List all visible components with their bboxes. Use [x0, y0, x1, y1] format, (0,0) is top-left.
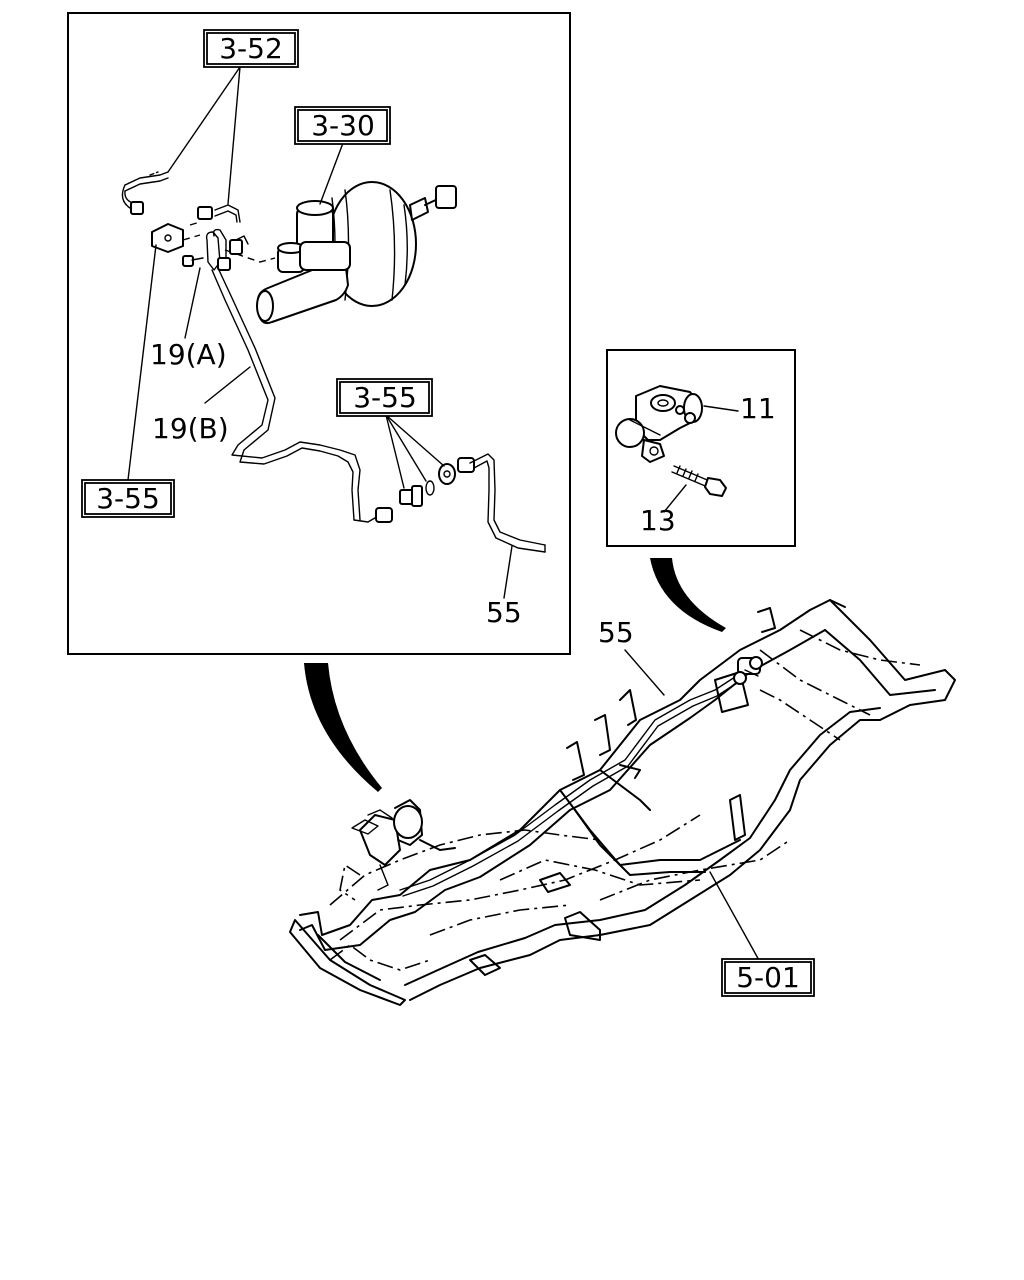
part-label-11: 11 — [740, 392, 776, 425]
pipe-fittings-icon — [121, 171, 276, 263]
chassis-frame-icon — [289, 599, 956, 1006]
bolt-icon — [663, 465, 727, 513]
ref-tag-5-01: 5-01 — [721, 958, 815, 997]
ref-tag-3-52: 3-52 — [203, 29, 299, 68]
valve-on-frame-icon — [733, 656, 763, 685]
part-label-55-inset: 55 — [486, 596, 522, 629]
part-label-55-frame: 55 — [598, 616, 634, 649]
callout-arrow-icon — [304, 663, 382, 792]
master-cylinder-icon — [256, 200, 351, 325]
ref-tag-3-55-mid: 3-55 — [336, 378, 433, 417]
ref-tag-3-55-left-text: 3-55 — [96, 482, 160, 515]
part-label-13: 13 — [640, 504, 676, 537]
ref-tag-3-55-left: 3-55 — [81, 479, 175, 518]
brake-pipe-icon — [182, 228, 546, 553]
part-label-19b: 19(B) — [152, 412, 229, 445]
leader-lines — [127, 66, 513, 599]
ref-tag-3-55-mid-text: 3-55 — [353, 381, 417, 414]
ref-tag-3-52-text: 3-52 — [219, 32, 283, 65]
ref-tag-5-01-text: 5-01 — [736, 961, 800, 994]
valve-inset-panel — [606, 349, 796, 547]
part-label-19a: 19(A) — [150, 338, 227, 371]
ref-tag-3-30: 3-30 — [294, 106, 391, 145]
proportioning-valve-icon — [615, 385, 739, 463]
ref-tag-3-30-text: 3-30 — [311, 109, 375, 142]
callout-arrow-icon — [650, 558, 726, 632]
